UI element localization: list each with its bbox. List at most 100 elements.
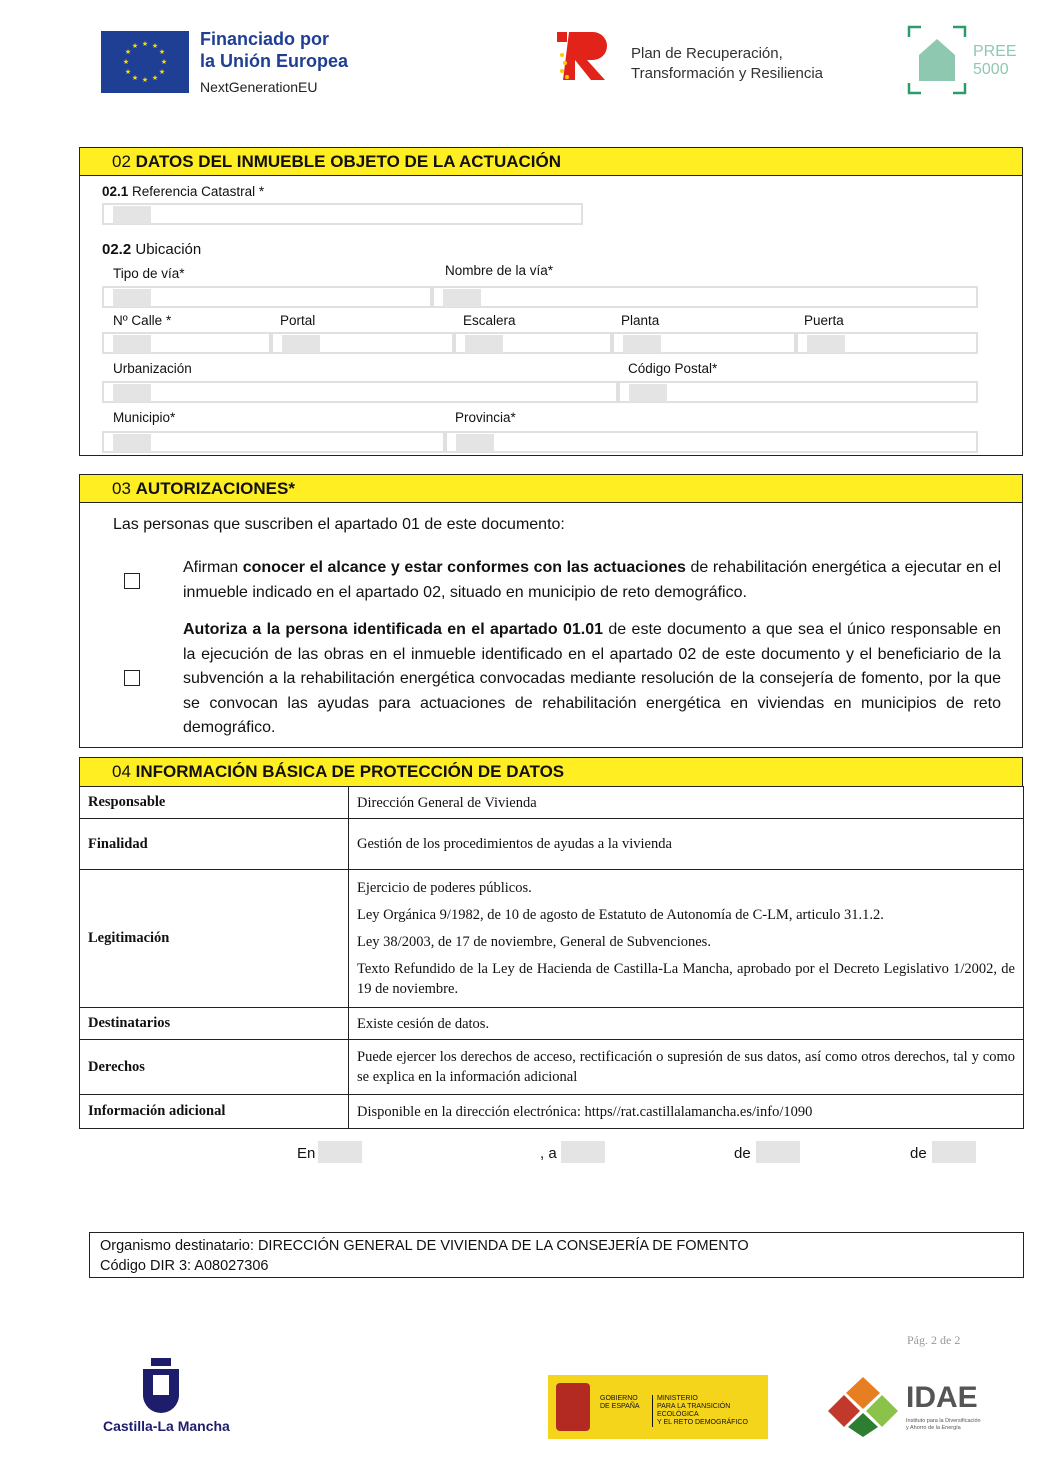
row-line: Dirección General de Vivienda — [357, 794, 537, 811]
date-a-label: , a — [540, 1145, 557, 1162]
table-row: Responsable Dirección General de Vivienda — [79, 786, 1024, 819]
idae-sub-1: Instituto para la Diversificación — [906, 1418, 981, 1424]
row-value: Puede ejercer los derechos de acceso, re… — [348, 1039, 1024, 1095]
svg-text:★: ★ — [132, 74, 138, 82]
row-value: Dirección General de Vivienda — [348, 786, 1024, 819]
section-04-number: 04 — [112, 762, 131, 781]
row-line: Ejercicio de poderes públicos. — [357, 880, 532, 896]
urbanizacion-input[interactable] — [102, 381, 618, 403]
puerta-input[interactable] — [796, 332, 978, 354]
nombre-via-label: Nombre de la vía* — [445, 263, 554, 278]
provincia-input[interactable] — [445, 431, 978, 453]
codigo-postal-input[interactable] — [618, 381, 978, 403]
codigo-postal-label: Código Postal* — [628, 361, 718, 376]
pree-logo — [907, 25, 967, 95]
idae-subtitle: Instituto para la Diversificación y Ahor… — [906, 1418, 981, 1432]
date-en-label: En — [297, 1145, 316, 1162]
ref-catastral-input[interactable] — [102, 203, 583, 225]
idae-symbol-icon — [826, 1375, 900, 1437]
row-line: Ley Orgánica 9/1982, de 10 de agosto de … — [357, 907, 884, 923]
row-key: Derechos — [79, 1039, 349, 1095]
svg-text:★: ★ — [152, 42, 158, 50]
gob-line-2: DE ESPAÑA — [600, 1403, 640, 1410]
svg-text:★: ★ — [142, 76, 148, 84]
checkbox-conformes[interactable] — [124, 573, 140, 589]
autorizacion-item-2: Autoriza a la persona identificada en el… — [183, 618, 1001, 741]
eu-line-2: la Unión Europea — [200, 51, 349, 71]
min-line-2: PARA LA TRANSICIÓN ECOLÓGICA — [657, 1403, 731, 1418]
nombre-via-input[interactable] — [432, 286, 978, 308]
svg-text:★: ★ — [123, 58, 129, 66]
row-value: Gestión de los procedimientos de ayudas … — [348, 818, 1024, 870]
calle-input[interactable] — [102, 332, 271, 354]
ubicacion-label: 02.2 Ubicación — [102, 241, 201, 258]
escudo-icon — [556, 1383, 590, 1431]
eu-line-1: Financiado por — [200, 29, 330, 49]
urbanizacion-label: Urbanización — [113, 361, 192, 376]
prtr-line-1: Plan de Recuperación, — [631, 45, 783, 62]
pree-line-1: PREE — [973, 43, 1017, 60]
item1-pre: Afirman — [183, 559, 243, 576]
svg-text:★: ★ — [161, 58, 167, 66]
gobierno-text: GOBIERNO DE ESPAÑA — [600, 1395, 640, 1411]
municipio-label: Municipio* — [113, 410, 176, 425]
item1-post: de rehabilitación energética a ejecutar … — [183, 559, 1001, 601]
section-02: 02 DATOS DEL INMUEBLE OBJETO DE LA ACTUA… — [79, 147, 1023, 456]
puerta-label: Puerta — [804, 313, 844, 328]
autorizaciones-intro: Las personas que suscriben el apartado 0… — [113, 516, 565, 533]
pree-line-2: 5000 — [973, 61, 1009, 78]
clm-crest-icon — [131, 1355, 191, 1415]
tipo-via-label: Tipo de vía* — [113, 266, 185, 281]
planta-label: Planta — [621, 313, 660, 328]
row-key: Legitimación — [79, 869, 349, 1008]
svg-text:★: ★ — [125, 68, 131, 76]
section-02-number: 02 — [112, 152, 131, 171]
gob-line-1: GOBIERNO — [600, 1395, 638, 1402]
ubic-num: 02.2 — [102, 241, 132, 258]
tipo-via-input[interactable] — [102, 286, 432, 308]
row-key: Destinatarios — [79, 1007, 349, 1040]
calle-label: Nº Calle * — [113, 313, 172, 328]
prtr-line-2: Transformación y Resiliencia — [631, 65, 824, 82]
svg-text:★: ★ — [132, 42, 138, 50]
ministerio-text: MINISTERIO PARA LA TRANSICIÓN ECOLÓGICA … — [652, 1395, 768, 1427]
eu-funding-title: Financiado por la Unión Europea — [200, 28, 348, 72]
portal-label: Portal — [280, 313, 316, 328]
date-day-input[interactable] — [561, 1141, 605, 1163]
section-02-header: 02 DATOS DEL INMUEBLE OBJETO DE LA ACTUA… — [80, 148, 1022, 176]
ref-catastral-label: 02.1 Referencia Catastral * — [102, 184, 264, 199]
row-line: Disponible en la dirección electrónica: … — [357, 1103, 813, 1120]
provincia-label: Provincia* — [455, 410, 516, 425]
escalera-input[interactable] — [454, 332, 612, 354]
data-protection-table: Responsable Dirección General de Vivienda… — [79, 786, 1024, 1129]
dir3-line: Código DIR 3: A08027306 — [100, 1258, 269, 1274]
section-02-title: DATOS DEL INMUEBLE OBJETO DE LA ACTUACIÓ… — [135, 152, 561, 171]
ref-label-text: Referencia Catastral * — [132, 184, 265, 199]
idae-sub-2: y Ahorro de la Energía — [906, 1425, 961, 1431]
idae-name: IDAE — [906, 1381, 978, 1414]
prtr-logo — [557, 30, 617, 82]
date-place-input[interactable] — [318, 1141, 362, 1163]
municipio-input[interactable] — [102, 431, 445, 453]
planta-input[interactable] — [612, 332, 796, 354]
eu-flag-logo: ★★★ ★★★ ★★★ ★★★ — [101, 31, 189, 93]
date-month-input[interactable] — [756, 1141, 800, 1163]
section-04-title: INFORMACIÓN BÁSICA DE PROTECCIÓN DE DATO… — [135, 762, 565, 781]
section-04: 04 INFORMACIÓN BÁSICA DE PROTECCIÓN DE D… — [79, 757, 1023, 787]
row-key: Responsable — [79, 786, 349, 819]
row-value: Ejercicio de poderes públicos. Ley Orgán… — [348, 869, 1024, 1008]
date-de-label-2: de — [910, 1145, 927, 1162]
section-03-header: 03 AUTORIZACIONES* — [80, 475, 1022, 503]
ubic-label-text: Ubicación — [135, 241, 202, 258]
row-line: Puede ejercer los derechos de acceso, re… — [357, 1049, 1015, 1085]
min-line-3: Y EL RETO DEMOGRÁFICO — [657, 1419, 748, 1426]
row-value: Existe cesión de datos. — [348, 1007, 1024, 1040]
min-line-1: MINISTERIO — [657, 1395, 698, 1402]
svg-text:★: ★ — [125, 48, 131, 56]
checkbox-autoriza[interactable] — [124, 670, 140, 686]
svg-text:★: ★ — [152, 74, 158, 82]
portal-input[interactable] — [271, 332, 454, 354]
date-year-input[interactable] — [932, 1141, 976, 1163]
